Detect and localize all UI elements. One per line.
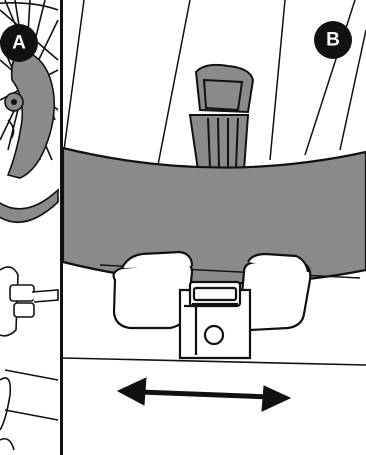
- panel-a-badge: A: [0, 24, 38, 62]
- panel-a: A: [0, 0, 60, 455]
- panel-b: B: [63, 0, 366, 411]
- panel-b-badge: B: [314, 21, 352, 59]
- double-arrow-icon: [118, 378, 290, 411]
- panel-b-sensor-screw: [205, 326, 223, 344]
- panel-b-valve-stem: [190, 65, 253, 170]
- panel-b-rim: [63, 148, 366, 283]
- panel-b-badge-label: B: [326, 30, 340, 51]
- panel-a-badge-label: A: [12, 33, 26, 54]
